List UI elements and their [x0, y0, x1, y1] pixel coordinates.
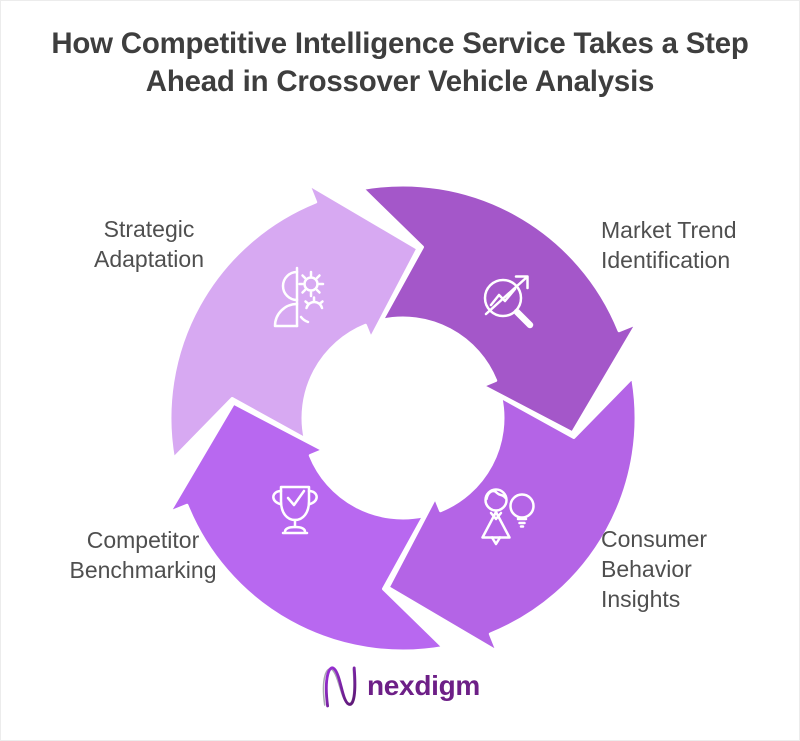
brand-name: nexdigm	[366, 670, 481, 701]
cycle-segment-market-trend-identification	[361, 183, 639, 435]
person-gear-icon	[273, 266, 325, 328]
trend-magnifier-icon	[483, 275, 534, 329]
label-line: Consumer	[601, 526, 708, 552]
label-competitor-benchmarking: Competitor Benchmarking	[33, 525, 253, 585]
cycle-segment-consumer-behavior-insights	[386, 376, 638, 654]
trophy-check-icon	[272, 485, 318, 535]
cycle-segment-strategic-adaptation	[168, 182, 420, 460]
person-lightbulb-icon	[481, 488, 535, 546]
label-market-trend-identification: Market Trend Identification	[601, 215, 737, 275]
label-line: Insights	[601, 586, 681, 612]
page-title: How Competitive Intelligence Service Tak…	[9, 25, 791, 101]
label-line: Competitor	[86, 527, 200, 553]
nexdigm-logo-icon	[322, 666, 357, 708]
label-line: Strategic	[103, 216, 195, 242]
label-consumer-behavior-insights: Consumer Behavior Insights	[601, 524, 707, 614]
label-line: Market Trend	[601, 217, 737, 243]
label-line: Behavior	[601, 556, 692, 582]
brand-logo: nexdigm	[320, 661, 480, 711]
label-strategic-adaptation: Strategic Adaptation	[39, 214, 259, 274]
page-title-line2: Ahead in Crossover Vehicle Analysis	[145, 65, 655, 98]
cycle-segment-competitor-benchmarking	[167, 401, 445, 653]
label-line: Benchmarking	[69, 557, 217, 583]
page-title-line1: How Competitive Intelligence Service Tak…	[51, 27, 749, 60]
label-line: Identification	[601, 247, 731, 273]
label-line: Adaptation	[94, 246, 204, 272]
